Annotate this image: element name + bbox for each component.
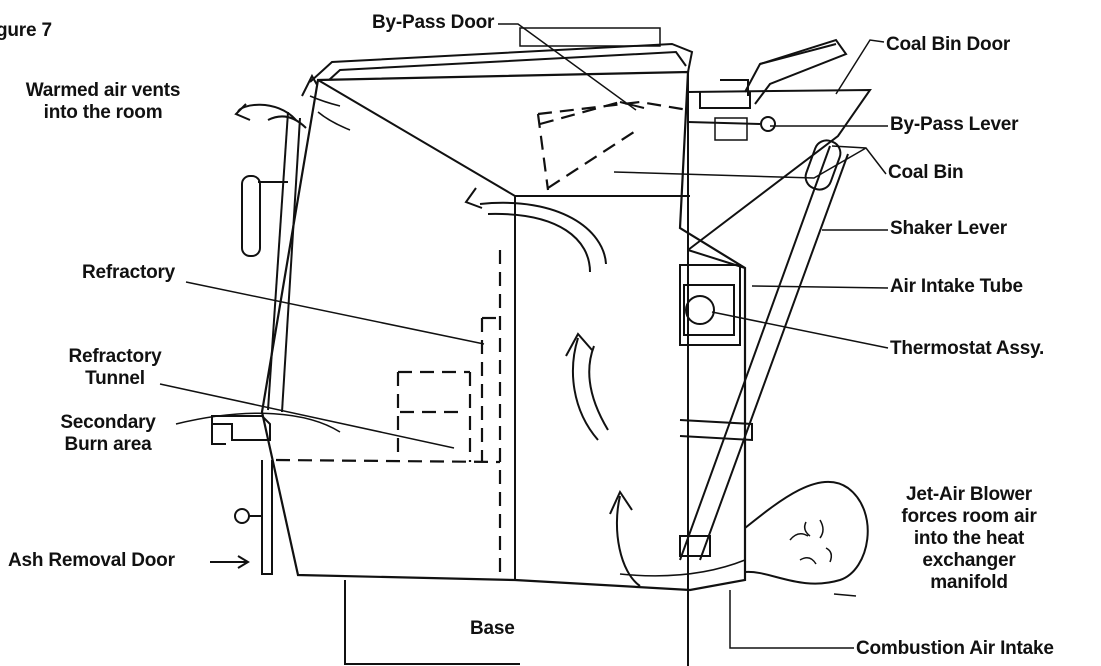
label-blower-line1: Jet-Air Blower xyxy=(905,484,1032,505)
bypass-door-outline xyxy=(536,100,761,191)
label-warmed-air-line1: Warmed air vents xyxy=(25,80,181,101)
ash-door-fitting xyxy=(211,415,273,575)
coal-bin-door-handle xyxy=(699,38,848,141)
lower-band xyxy=(679,419,753,557)
label-blower-line2: forces room air xyxy=(901,506,1037,527)
label-secondary-burn-line2: Burn area xyxy=(64,434,152,455)
base-outline xyxy=(344,580,689,666)
stove-body xyxy=(241,70,872,666)
label-blower-line4: exchanger xyxy=(922,550,1016,571)
label-blower-line3: into the heat xyxy=(913,528,1025,549)
label-blower-line5: manifold xyxy=(930,572,1008,593)
label-bypass-lever: By-Pass Lever xyxy=(890,114,1019,135)
ash-door-arrow xyxy=(210,555,250,569)
label-shaker-lever: Shaker Lever xyxy=(890,218,1007,239)
thermostat-box xyxy=(679,264,741,346)
blower-housing xyxy=(744,480,869,585)
label-combustion-air-intake: Combustion Air Intake xyxy=(856,638,1054,659)
label-refractory-tunnel-line1: Refractory xyxy=(68,346,162,367)
label-base: Base xyxy=(470,618,515,639)
label-refractory-tunnel: Refractory Tunnel xyxy=(60,346,170,390)
figure-label: gure 7 xyxy=(0,20,52,41)
refractory-dashed xyxy=(275,250,502,580)
airflow-arrows xyxy=(234,95,746,587)
label-coal-bin-door: Coal Bin Door xyxy=(886,34,1011,55)
label-refractory: Refractory xyxy=(82,262,176,283)
label-coal-bin: Coal Bin xyxy=(888,162,964,183)
shaker-lever xyxy=(679,139,849,561)
label-warmed-air: Warmed air vents into the room xyxy=(8,80,198,124)
leader-lines xyxy=(159,23,889,649)
label-bypass-door: By-Pass Door xyxy=(372,12,495,33)
label-refractory-tunnel-line2: Tunnel xyxy=(85,368,145,389)
label-secondary-burn: Secondary Burn area xyxy=(40,412,176,456)
label-air-intake-tube: Air Intake Tube xyxy=(890,276,1023,297)
label-secondary-burn-line1: Secondary xyxy=(60,412,156,433)
label-jet-air-blower: Jet-Air Blower forces room air into the … xyxy=(874,484,1064,594)
label-warmed-air-line2: into the room xyxy=(43,102,163,123)
label-thermostat: Thermostat Assy. xyxy=(890,338,1045,359)
label-ash-removal-door: Ash Removal Door xyxy=(8,550,175,571)
